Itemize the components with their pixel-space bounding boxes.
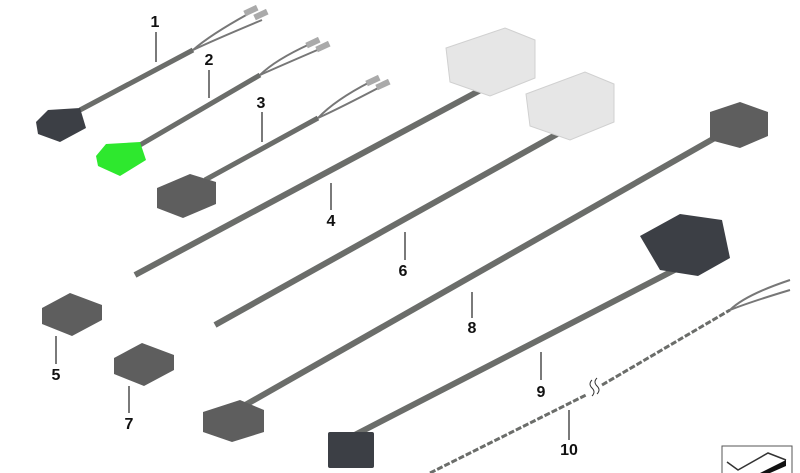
part-7-block	[114, 343, 174, 386]
callout-10: 10	[560, 442, 578, 459]
part-8-cable	[203, 102, 768, 442]
part-9-cable	[328, 214, 730, 468]
callout-9: 9	[536, 384, 546, 401]
part-5-block	[42, 293, 102, 336]
callout-1: 1	[150, 14, 160, 31]
callout-4: 4	[326, 213, 336, 230]
part-6-cable	[213, 71, 615, 328]
callout-3: 3	[256, 95, 266, 112]
part-4-cable	[133, 27, 536, 278]
callout-7: 7	[124, 416, 134, 433]
part-2-cable	[96, 36, 331, 176]
catalog-corner-icon	[721, 445, 793, 473]
callout-2: 2	[204, 52, 214, 69]
part-3-cable	[157, 74, 391, 218]
callout-6: 6	[398, 263, 408, 280]
callout-8: 8	[467, 320, 477, 337]
part-1-cable	[36, 4, 269, 142]
part-10-twisted-wire	[429, 279, 791, 473]
callout-5: 5	[51, 367, 61, 384]
